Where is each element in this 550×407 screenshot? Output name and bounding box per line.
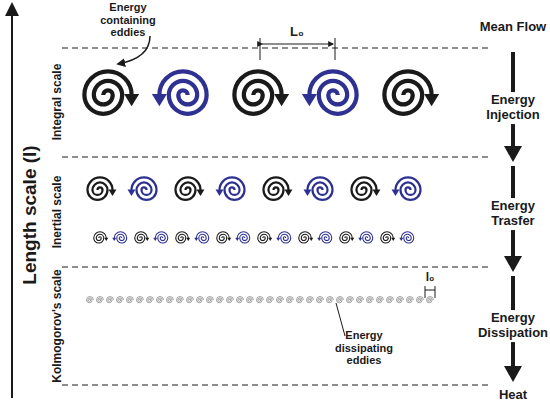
scale-separators (62, 48, 490, 385)
kolmogorov-eddies (85, 295, 435, 305)
scale-label: Integral scale (51, 64, 65, 141)
callout-label: Energy containing eddies (86, 1, 170, 39)
scale-label: Inertial scale (51, 176, 65, 249)
axis-head (5, 2, 19, 16)
flow-label: Energy Trasfer (473, 198, 550, 230)
axis-label: Length scale (l) (19, 145, 41, 284)
kolmogorov-dimension (425, 286, 435, 298)
flow-label: Mean Flow (476, 19, 550, 36)
dimension-label: l₀ (426, 271, 435, 285)
leader-line (336, 303, 345, 336)
integral-eddies (74, 61, 449, 129)
inertial-eddies (82, 172, 434, 208)
flow-label: Energy Injection (473, 92, 550, 124)
callout-label: Energy dissipating eddies (318, 329, 410, 367)
inertial-small-eddies (91, 229, 419, 247)
flow-label: Energy Dissipation (470, 310, 550, 342)
scale-label: Kolmogorov's scale (51, 269, 65, 383)
leader-line (118, 36, 150, 64)
integral-dimension (260, 38, 335, 60)
axis-line (11, 12, 13, 398)
flow-label: Heat (499, 388, 527, 403)
dimension-label: L₀ (290, 25, 304, 40)
